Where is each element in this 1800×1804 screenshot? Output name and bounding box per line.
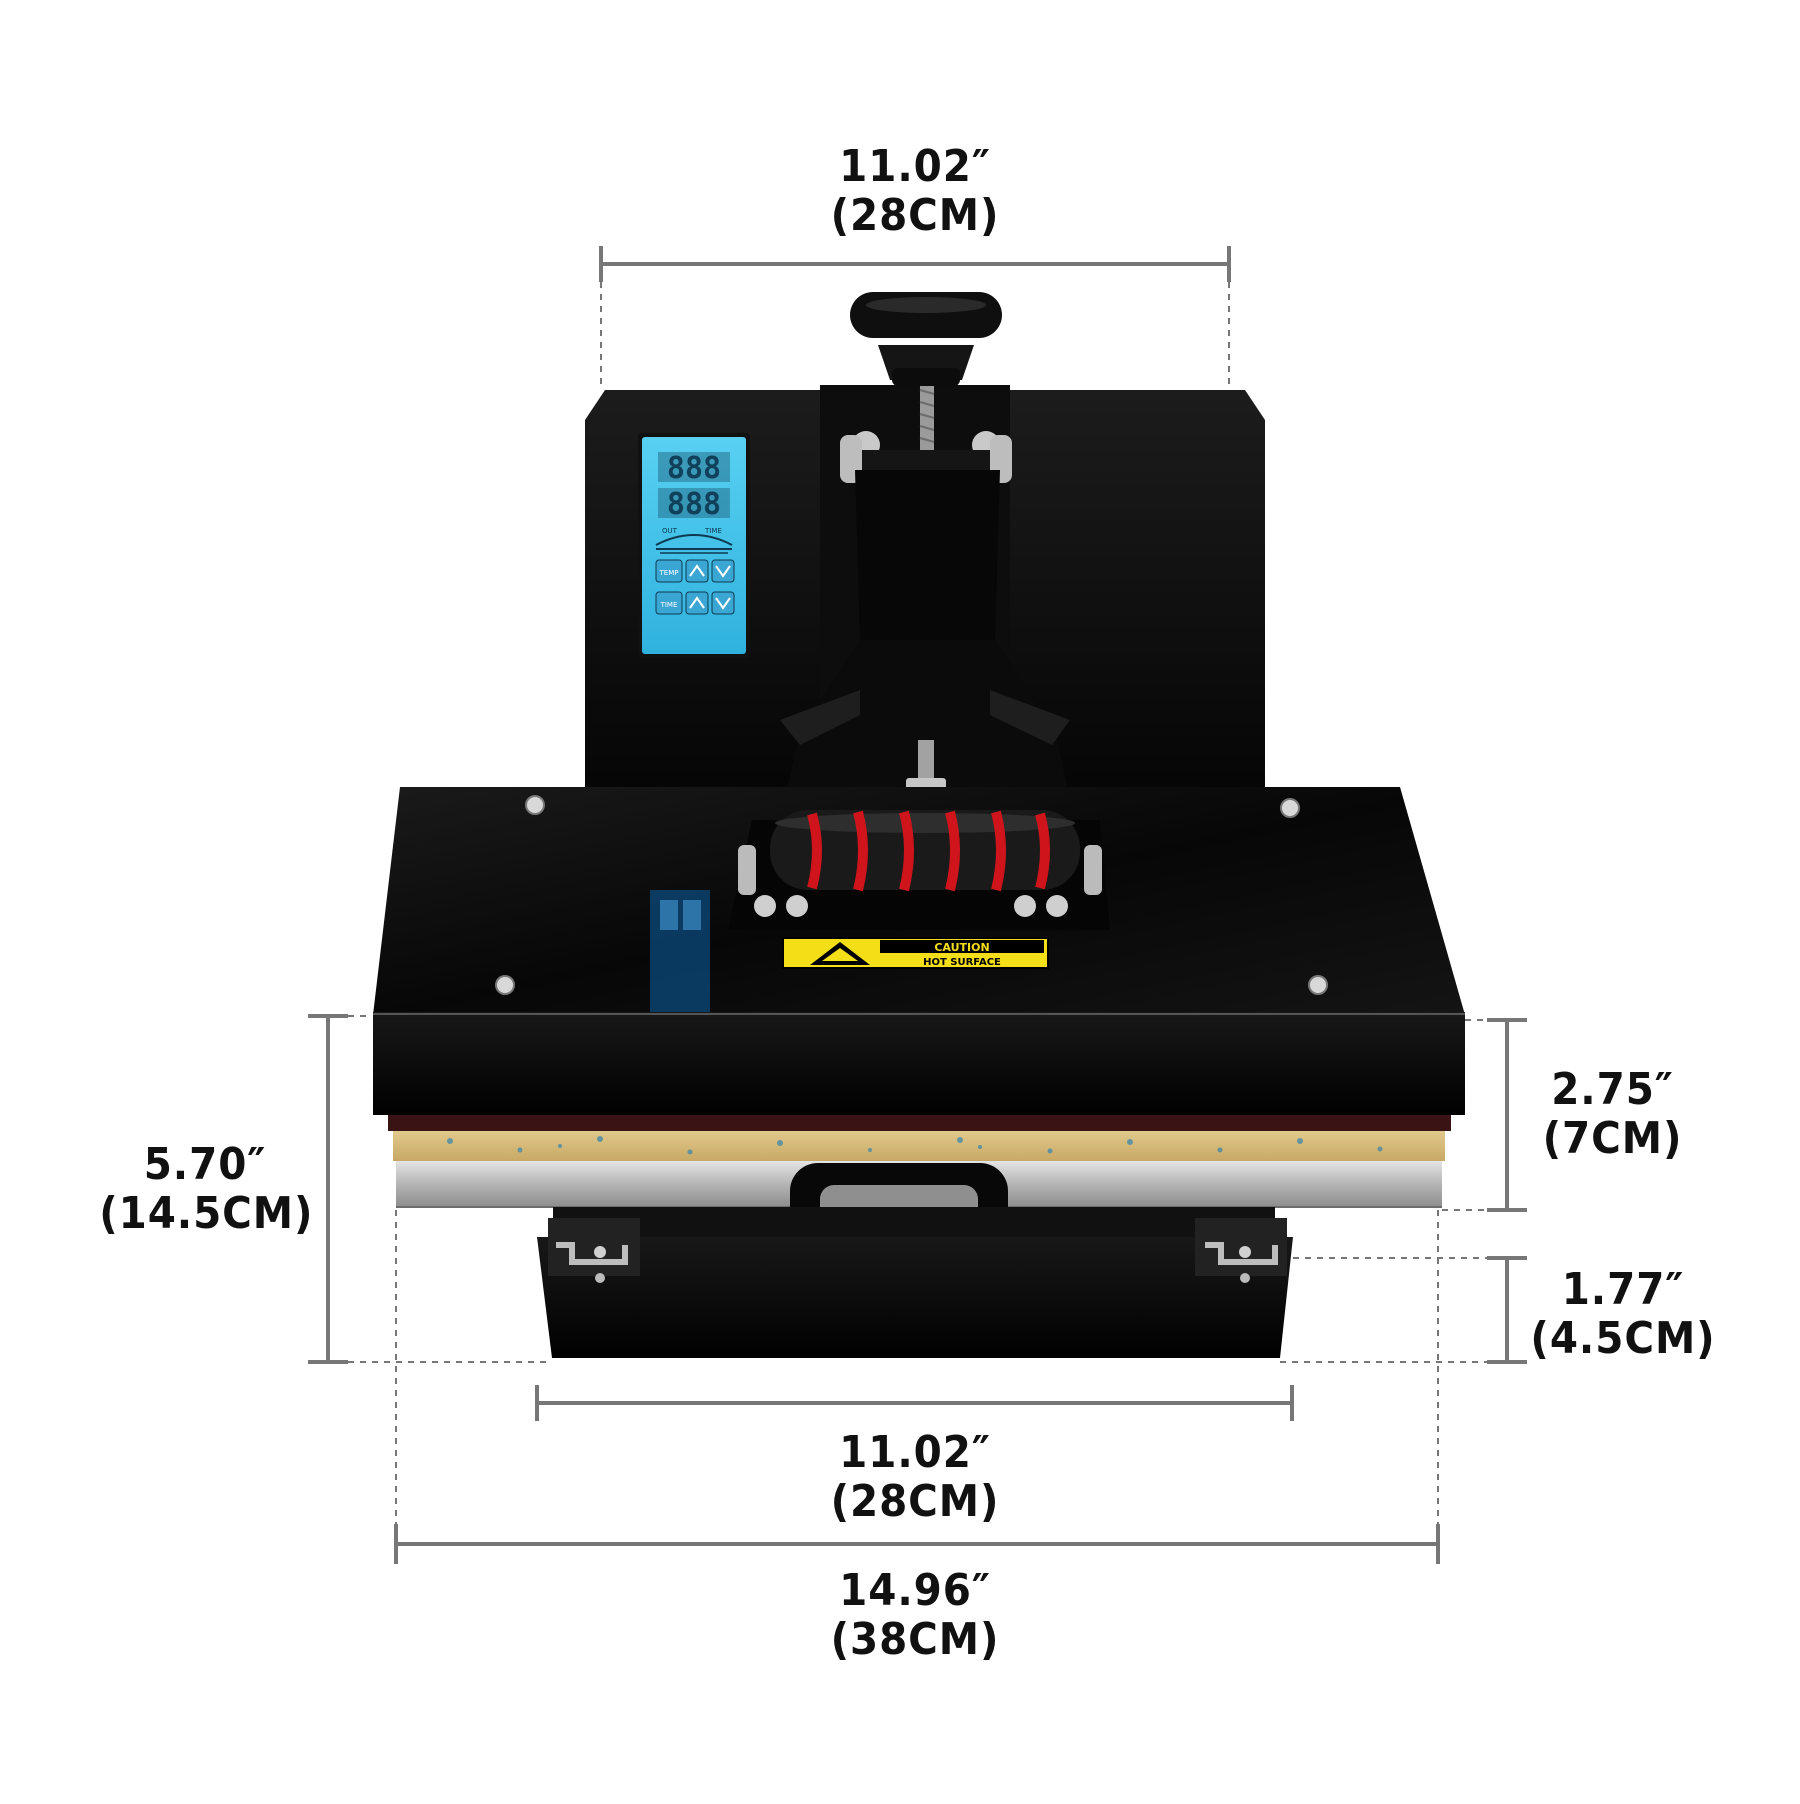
dimension-cm: (4.5CM) — [1530, 1313, 1716, 1365]
chevron-down-icon — [715, 597, 731, 610]
screw-icon — [1308, 975, 1328, 995]
svg-text:TEMP: TEMP — [659, 569, 679, 577]
time-display: 888 — [667, 487, 721, 522]
dimension-base-height: 1.77″ (4.5CM) — [1526, 1265, 1719, 1364]
temp-up-button[interactable] — [685, 559, 709, 583]
chevron-up-icon — [689, 596, 705, 609]
temp-down-button[interactable] — [711, 559, 735, 583]
dimension-cm: (7CM) — [1542, 1113, 1683, 1165]
grip-red-bands — [807, 810, 1050, 892]
dimension-total-height: 5.70″ (14.5CM) — [99, 1139, 314, 1240]
time-button[interactable] — [655, 591, 683, 615]
chevron-down-icon — [715, 565, 731, 578]
press-base — [537, 1207, 1293, 1358]
dimension-inches: 11.02″ — [839, 1427, 991, 1478]
dimension-lines — [308, 246, 1527, 1564]
dimension-inches: 5.70″ — [143, 1139, 267, 1190]
dimension-inches: 11.02″ — [839, 141, 991, 192]
dimension-base-width: 11.02″ (28CM) — [791, 1428, 1039, 1527]
time-down-button[interactable] — [711, 591, 735, 615]
temperature-display: 888 — [667, 451, 721, 486]
chevron-up-icon — [689, 564, 705, 577]
caution-label: CAUTION HOT SURFACE — [782, 937, 1049, 969]
time-up-button[interactable] — [685, 591, 709, 615]
caution-title: CAUTION — [934, 941, 989, 954]
temp-button[interactable] — [655, 559, 683, 583]
dimension-cm: (28CM) — [830, 1476, 1000, 1528]
press-handle[interactable] — [728, 810, 1110, 930]
dimension-inches: 14.96″ — [839, 1565, 991, 1616]
dimension-cm: (38CM) — [830, 1614, 1000, 1666]
pressure-adjustment-knob[interactable] — [850, 292, 1002, 465]
control-panel: 888 888 OUT TIME TEMP TIME — [638, 433, 750, 658]
screw-icon — [495, 975, 515, 995]
dimension-upper-height: 2.75″ (7CM) — [1527, 1065, 1697, 1164]
dimension-cm: (14.5CM) — [99, 1188, 314, 1240]
screw-icon — [525, 795, 545, 815]
dimension-top-width: 11.02″ (28CM) — [791, 142, 1039, 241]
dimension-cm: (28CM) — [830, 190, 1000, 242]
dimension-inches: 1.77″ — [1561, 1264, 1685, 1315]
press-arm — [780, 431, 1070, 800]
dimension-inches: 2.75″ — [1551, 1064, 1674, 1115]
screw-icon — [1280, 798, 1300, 818]
svg-text:TIME: TIME — [660, 601, 678, 609]
dimension-plate-width: 14.96″ (38CM) — [791, 1566, 1039, 1665]
heat-waves-icon — [655, 534, 733, 546]
out-label: OUT — [662, 527, 678, 535]
silicone-pad — [393, 1131, 1445, 1161]
time-label: TIME — [704, 527, 722, 535]
caution-subtitle: HOT SURFACE — [923, 957, 1001, 968]
